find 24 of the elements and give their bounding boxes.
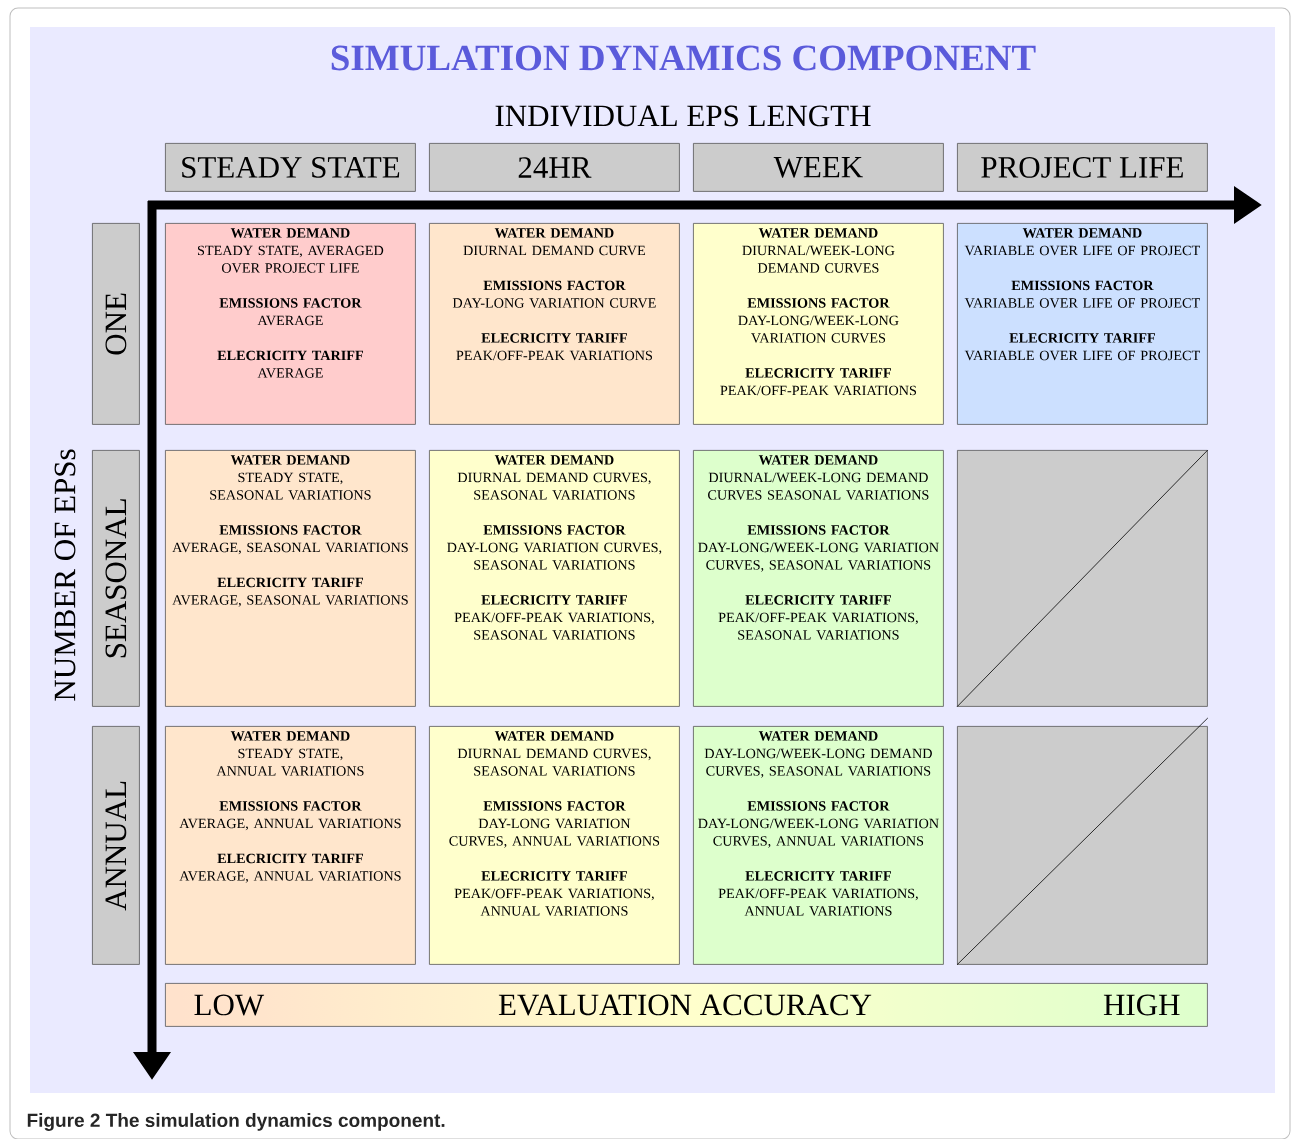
column-header: 24HR xyxy=(429,143,680,192)
matrix-cell: WATER DEMAND VARIABLE OVER LIFE OF PROJECT EMISSIONS FACTOR VARIABLE OVER LIFE OF PROJECT ELECRICITY TARIFF VARIABLE OVER LIFE OF PROJECT xyxy=(957,223,1208,425)
matrix-cell: WATER DEMAND DIURNAL/WEEK-LONG DEMAND CURVES SEASONAL VARIATIONS EMISSIONS FACTOR DAY-LONG/WEEK-LONG VARIATION CURVES, SEASONAL VARIATIONS ELECRICITY TARIFF PEAK/OFF-PEAK VARIATIONS, SEASONAL VARIATIONS xyxy=(693,450,944,707)
matrix-cell: WATER DEMAND DIURNAL/WEEK-LONG DEMAND CURVES EMISSIONS FACTOR DAY-LONG/WEEK-LONG VARIATION CURVES ELECRICITY TARIFF PEAK/OFF-PEAK VARIATIONS xyxy=(693,223,944,425)
matrix-cell: WATER DEMAND STEADY STATE, SEASONAL VARIATIONS EMISSIONS FACTOR AVERAGE, SEASONAL VARIATIONS ELECRICITY TARIFF AVERAGE, SEASONAL VARIATIONS xyxy=(165,450,416,707)
column-header: STEADY STATE xyxy=(165,143,416,192)
axis-label: INDIVIDUAL EPS LENGTH xyxy=(495,105,871,127)
row-header: ANNUAL xyxy=(92,726,140,965)
accuracy-bar: LOW EVALUATION ACCURACY HIGH xyxy=(165,983,1208,1027)
column-header: PROJECT LIFE xyxy=(957,143,1208,192)
matrix-cell: WATER DEMAND STEADY STATE, ANNUAL VARIATIONS EMISSIONS FACTOR AVERAGE, ANNUAL VARIATIONS ELECRICITY TARIFF AVERAGE, ANNUAL VARIATIONS xyxy=(165,726,416,965)
column-header: WEEK xyxy=(693,143,944,192)
axis-label: NUMBER OF EPSs xyxy=(54,449,76,701)
matrix-cell: WATER DEMAND DAY-LONG/WEEK-LONG DEMAND CURVES, SEASONAL VARIATIONS EMISSIONS FACTOR DAY-LONG/WEEK-LONG VARIATION CURVES, ANNUAL VARIATIONS ELECRICITY TARIFF PEAK/OFF-PEAK VARIATIONS, ANNUAL VARIATIONS xyxy=(693,726,944,965)
matrix-cell: WATER DEMAND STEADY STATE, AVERAGED OVER PROJECT LIFE EMISSIONS FACTOR AVERAGE ELECRICITY TARIFF AVERAGE xyxy=(165,223,416,425)
caption: Figure 2 The simulation dynamics component. xyxy=(27,1113,445,1131)
crossed-out-cell xyxy=(956,717,1209,966)
matrix-cell: WATER DEMAND DIURNAL DEMAND CURVES, SEASONAL VARIATIONS EMISSIONS FACTOR DAY-LONG VARIATION CURVES, ANNUAL VARIATIONS ELECRICITY TARIFF PEAK/OFF-PEAK VARIATIONS, ANNUAL VARIATIONS xyxy=(429,726,680,965)
row-header: SEASONAL xyxy=(92,450,140,707)
row-header: ONE xyxy=(92,223,140,425)
matrix-cell: WATER DEMAND DIURNAL DEMAND CURVE EMISSIONS FACTOR DAY-LONG VARIATION CURVE ELECRICITY TARIFF PEAK/OFF-PEAK VARIATIONS xyxy=(429,223,680,425)
crossed-out-cell xyxy=(956,449,1209,708)
matrix-cell: WATER DEMAND DIURNAL DEMAND CURVES, SEASONAL VARIATIONS EMISSIONS FACTOR DAY-LONG VARIATION CURVES, SEASONAL VARIATIONS ELECRICITY TARIFF PEAK/OFF-PEAK VARIATIONS, SEASONAL VARIATIONS xyxy=(429,450,680,707)
title: SIMULATION DYNAMICS COMPONENT xyxy=(331,45,1036,71)
